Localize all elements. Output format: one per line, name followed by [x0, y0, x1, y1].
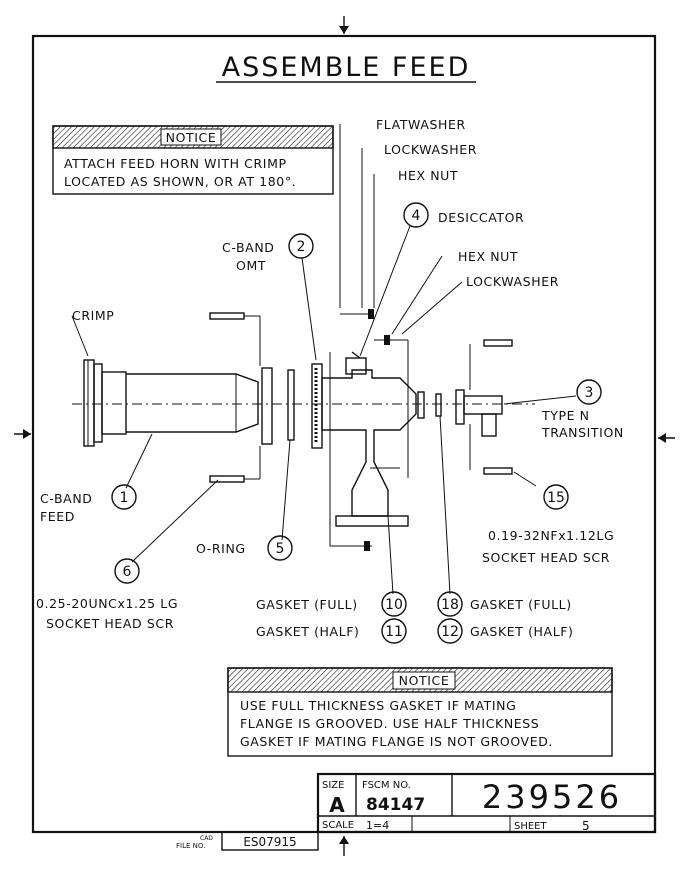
sheet-label: SHEET	[514, 821, 548, 832]
sheet-value: 5	[582, 819, 590, 833]
notice-top: NOTICE ATTACH FEED HORN WITH CRIMP LOCAT…	[52, 125, 334, 195]
notice-bottom-header: NOTICE	[399, 673, 450, 688]
callout-18: 18	[441, 597, 459, 613]
socket-head-screws	[209, 312, 513, 483]
notice-top-line-2: LOCATED AS SHOWN, OR AT 180°.	[64, 174, 296, 189]
notice-top-header: NOTICE	[166, 130, 217, 145]
label-lockwasher-mid: LOCKWASHER	[466, 274, 559, 289]
registration-arrows	[14, 16, 675, 856]
callout-1: 1	[120, 490, 129, 506]
notice-top-line-1: ATTACH FEED HORN WITH CRIMP	[64, 156, 287, 171]
size-value: A	[329, 793, 345, 817]
label-hexnut-top: HEX NUT	[398, 168, 458, 183]
callout-4: 4	[412, 208, 421, 224]
label-gasket-full-right: GASKET (FULL)	[470, 597, 572, 612]
notice-bottom-line-2: FLANGE IS GROOVED. USE HALF THICKNESS	[240, 716, 539, 731]
label-crimp: CRIMP	[72, 308, 114, 323]
label-oring: O-RING	[196, 541, 246, 556]
label-scr15-1: 0.19-32NFx1.12LG	[488, 528, 614, 543]
cad-file-number: ES07915	[243, 835, 296, 849]
feed-horn	[83, 359, 259, 447]
page-title: ASSEMBLE FEED	[222, 52, 471, 83]
notice-bottom-line-3: GASKET IF MATING FLANGE IS NOT GROOVED.	[240, 734, 553, 749]
label-scr6-1: 0.25-20UNCx1.25 LG	[36, 596, 178, 611]
fscm-value: 84147	[366, 795, 425, 815]
label-desiccator: DESICCATOR	[438, 210, 524, 225]
callout-2: 2	[297, 239, 306, 255]
label-hexnut-mid: HEX NUT	[458, 249, 518, 264]
label-type-n-2: TRANSITION	[541, 425, 624, 440]
callout-5: 5	[276, 541, 285, 557]
scale-label: SCALE	[322, 820, 354, 831]
callout-15: 15	[547, 490, 565, 506]
label-gasket-full-left: GASKET (FULL)	[256, 597, 358, 612]
cad-label-1: CAD	[200, 835, 213, 842]
omt-body	[321, 340, 417, 546]
drawing-number: 239526	[482, 778, 622, 816]
hardware-stack	[330, 309, 408, 551]
label-cband-omt-1: C-BAND	[222, 240, 275, 255]
callout-6: 6	[123, 564, 132, 580]
callout-circles	[111, 202, 602, 644]
callout-3: 3	[585, 385, 594, 401]
notice-bottom-line-1: USE FULL THICKNESS GASKET IF MATING	[240, 698, 516, 713]
omt-flanges	[261, 363, 323, 449]
scale-value: 1=4	[366, 819, 389, 832]
label-cband-omt-2: OMT	[236, 258, 266, 273]
label-lockwasher-top: LOCKWASHER	[384, 142, 477, 157]
callout-12: 12	[441, 624, 459, 640]
label-gasket-half-left: GASKET (HALF)	[256, 624, 360, 639]
type-n-transition	[417, 344, 503, 470]
label-gasket-half-right: GASKET (HALF)	[470, 624, 574, 639]
label-cband-feed-2: FEED	[40, 509, 75, 524]
label-scr6-2: SOCKET HEAD SCR	[46, 616, 174, 631]
title-block	[221, 772, 657, 851]
size-label: SIZE	[322, 780, 344, 791]
callout-10: 10	[385, 597, 403, 613]
label-cband-feed-1: C-BAND	[40, 491, 93, 506]
callout-11: 11	[385, 624, 403, 640]
label-type-n-1: TYPE N	[541, 408, 590, 423]
leader-lines	[71, 124, 577, 595]
label-scr15-2: SOCKET HEAD SCR	[482, 550, 610, 565]
notice-bottom: NOTICE USE FULL THICKNESS GASKET IF MATI…	[227, 667, 613, 757]
label-flatwasher: FLATWASHER	[376, 117, 466, 132]
cad-label-2: FILE NO.	[176, 842, 205, 850]
fscm-label: FSCM NO.	[362, 780, 411, 791]
